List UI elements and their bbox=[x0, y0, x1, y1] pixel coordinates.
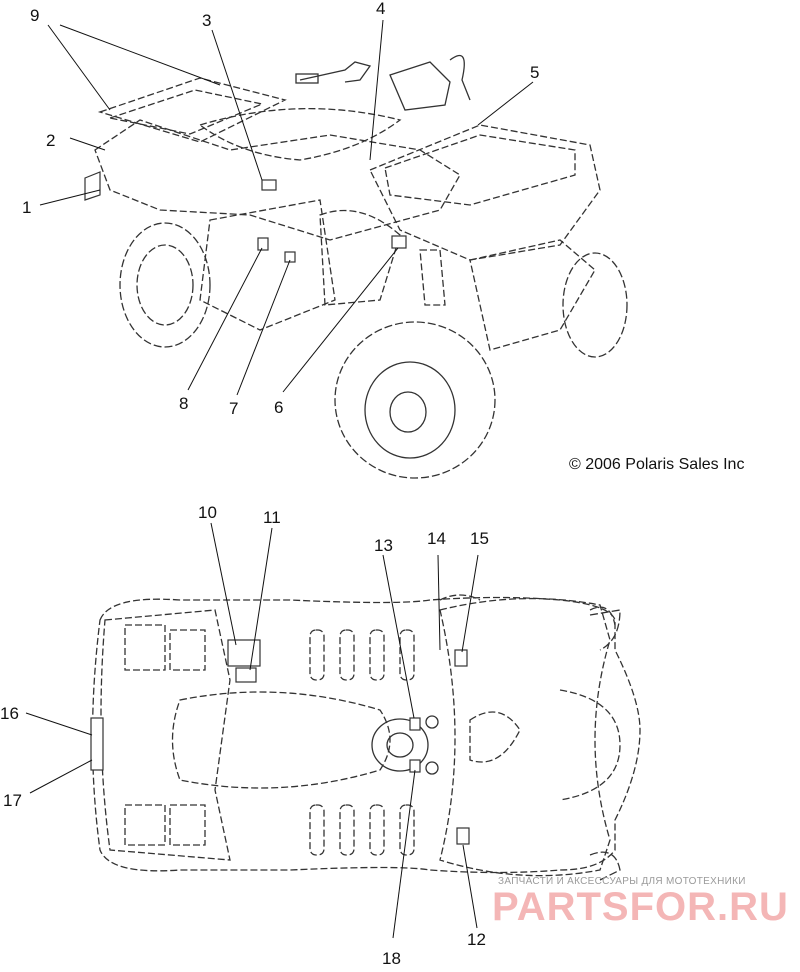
front-bumper bbox=[469, 239, 596, 351]
console-bolt-2 bbox=[425, 761, 439, 775]
atv-side-view bbox=[84, 54, 628, 479]
callout-4: 4 bbox=[376, 0, 385, 18]
handlebar-right bbox=[449, 54, 471, 101]
callout-1: 1 bbox=[22, 198, 31, 217]
leader-lines-top bbox=[39, 19, 534, 396]
fuel-cap-ring bbox=[371, 718, 429, 772]
leader-lines-bottom bbox=[25, 522, 479, 939]
callout-11: 11 bbox=[263, 508, 281, 527]
decal-1 bbox=[84, 171, 101, 201]
side-panel bbox=[319, 209, 401, 306]
decal-6 bbox=[391, 235, 407, 249]
watermark-brand: PARTSFOR.RU bbox=[492, 885, 789, 929]
footwell bbox=[199, 199, 336, 331]
rear-rack bbox=[97, 77, 287, 143]
decal-10 bbox=[227, 639, 261, 667]
rear-rack-slot-2 bbox=[169, 629, 206, 671]
callout-6: 6 bbox=[274, 398, 283, 417]
callout-3: 3 bbox=[202, 11, 211, 30]
decal-11 bbox=[235, 667, 257, 683]
callout-2: 2 bbox=[46, 131, 55, 150]
console-bolt-1 bbox=[425, 715, 439, 729]
decal-15 bbox=[454, 649, 468, 667]
decal-8 bbox=[257, 237, 269, 251]
decal-12 bbox=[456, 827, 470, 845]
callout-5: 5 bbox=[530, 63, 539, 82]
front-wheel bbox=[334, 321, 496, 479]
decal-7 bbox=[284, 251, 296, 263]
headlight-pod bbox=[469, 711, 521, 763]
front-shock bbox=[419, 249, 446, 306]
footrest-lower bbox=[309, 804, 415, 856]
rear-right-wheel bbox=[562, 252, 628, 358]
callout-7: 7 bbox=[229, 399, 238, 418]
rear-rack-slot-3 bbox=[124, 804, 166, 846]
rear-wheel bbox=[119, 222, 211, 348]
front-wheel-rim bbox=[364, 361, 456, 459]
callout-15: 15 bbox=[470, 529, 489, 548]
decal-13 bbox=[409, 717, 421, 731]
grip-right bbox=[589, 606, 616, 626]
decal-3 bbox=[261, 179, 277, 191]
front-fender bbox=[369, 124, 601, 261]
callout-10: 10 bbox=[198, 503, 217, 522]
grip-left bbox=[439, 594, 481, 601]
front-bumper-top bbox=[559, 689, 621, 801]
callout-17: 17 bbox=[3, 791, 22, 810]
body-shell bbox=[94, 119, 461, 241]
callout-labels: 1 2 3 4 5 6 7 8 9 10 11 12 13 14 15 16 1… bbox=[0, 0, 539, 968]
callout-18: 18 bbox=[382, 949, 401, 967]
watermark-caption: ЗАПЧАСТИ И АКСЕССУАРЫ ДЛЯ МОТОТЕХНИКИ bbox=[498, 876, 746, 887]
atv-top-view bbox=[90, 594, 641, 881]
handlebar-pod bbox=[389, 61, 451, 111]
fuel-cap bbox=[386, 732, 414, 758]
seat-top bbox=[171, 691, 391, 789]
seat bbox=[198, 107, 402, 161]
throttle-housing bbox=[295, 73, 319, 84]
copyright-text: © 2006 Polaris Sales Inc bbox=[569, 456, 744, 473]
front-wheel-top-left bbox=[589, 851, 621, 881]
footrest-upper bbox=[309, 629, 415, 681]
decal-16 bbox=[90, 717, 104, 771]
rear-rack-slot-1 bbox=[124, 624, 166, 671]
front-rack-top bbox=[439, 597, 611, 877]
rear-rack-inner bbox=[107, 89, 265, 135]
front-rack bbox=[384, 134, 576, 206]
callout-14: 14 bbox=[427, 529, 446, 548]
chassis-outline bbox=[91, 596, 641, 874]
rear-rack-top bbox=[100, 609, 231, 861]
front-wheel-top-right bbox=[589, 609, 621, 651]
callout-9: 9 bbox=[30, 6, 39, 25]
callout-8: 8 bbox=[179, 394, 188, 413]
callout-12: 12 bbox=[467, 930, 486, 949]
handlebar-left-grip bbox=[299, 61, 372, 83]
front-wheel-hub bbox=[389, 391, 427, 433]
callout-13: 13 bbox=[374, 536, 393, 555]
rear-rack-slot-4 bbox=[169, 804, 206, 846]
rear-wheel-rim bbox=[136, 244, 194, 326]
callout-16: 16 bbox=[0, 704, 19, 723]
